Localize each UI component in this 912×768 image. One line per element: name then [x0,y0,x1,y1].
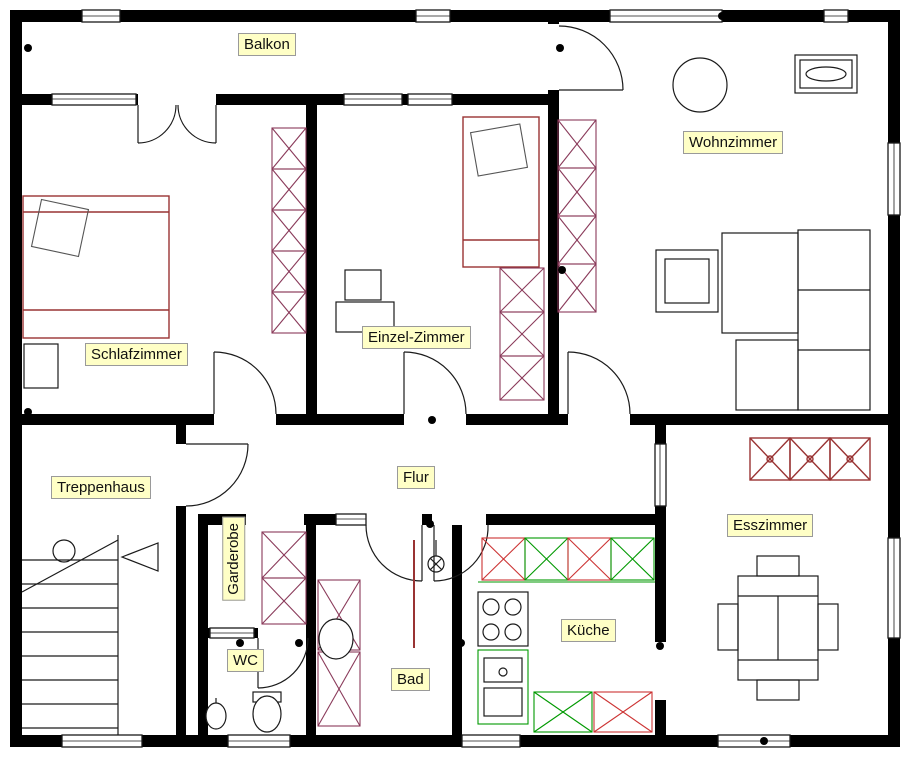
furniture-kueche [477,537,655,733]
sink-unit [477,649,529,725]
stove [477,591,529,647]
wc-sink [205,702,227,730]
room-label-esszimmer: Esszimmer [727,514,814,538]
furniture-bad [317,540,445,727]
round-table [672,57,728,113]
chair [717,603,739,651]
room-label-kueche: Küche [561,619,616,643]
sofa [735,229,871,411]
wardrobe [271,127,307,334]
ceiling-lamp-icon [427,540,445,573]
room-label-bad: Bad [391,668,430,692]
furniture-einzelzimmer [335,116,545,401]
sideboard [749,437,871,481]
furniture-wc [205,691,282,733]
room-label-flur: Flur [397,466,435,490]
door-openings [138,24,666,700]
room-label-balkon: Balkon [238,33,296,57]
kitchen-counter [478,537,655,583]
chair [817,603,839,651]
stair-direction-arrow [120,542,159,572]
pillow [469,123,529,177]
chair [756,555,800,577]
room-label-wohnzimmer: Wohnzimmer [683,131,784,155]
toilet [252,695,282,733]
windows [51,9,901,748]
room-label-garderobe: Garderobe [222,517,246,601]
furniture-esszimmer [717,437,871,701]
room-label-schlafzimmer: Schlafzimmer [85,343,188,367]
furniture-wohnzimmer [557,54,871,411]
bath-sink [318,618,354,660]
stair-post [52,539,76,563]
junction-markers [24,12,898,745]
room-label-treppenhaus: Treppenhaus [51,476,151,500]
doors [137,25,631,689]
side-table [655,249,719,313]
coffee-table [721,232,799,334]
sideboard-cabinet [794,54,858,94]
dining-table [737,575,819,681]
room-label-einzelzimmer: Einzel-Zimmer [362,326,471,350]
shelf-unit [557,119,597,313]
chair [756,679,800,701]
single-bed [462,116,540,268]
furniture-garderobe [261,531,307,625]
wardrobe [499,267,545,401]
double-bed [22,195,170,339]
chair [344,269,382,301]
stairs [21,535,159,735]
kitchen-counter-bottom [533,691,653,733]
nightstand [23,343,59,389]
pillow [30,198,90,258]
room-label-wc: WC [227,649,264,673]
furniture-schlafzimmer [22,127,307,389]
